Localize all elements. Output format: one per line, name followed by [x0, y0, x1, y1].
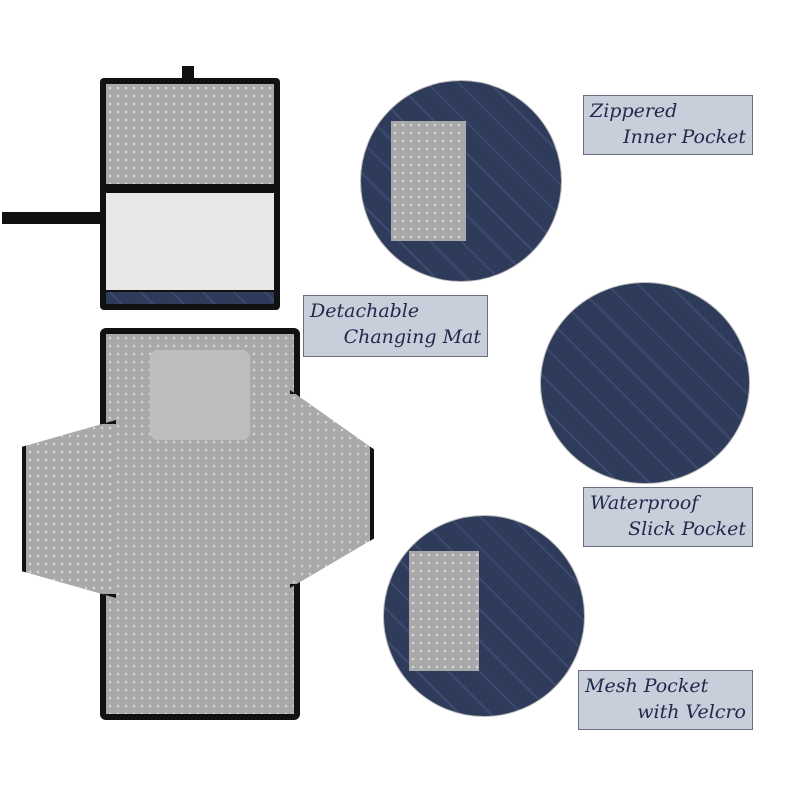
mat-wing-left — [22, 420, 116, 598]
detail-photo-inner-pocket — [360, 80, 562, 282]
detail-photo-slick-pocket — [540, 282, 750, 484]
label-detachable-changing-mat: Detachable Changing Mat — [303, 295, 488, 357]
label-mesh-pocket-velcro: Mesh Pocket with Velcro — [578, 670, 753, 730]
label-waterproof-slick-pocket: Waterproof Slick Pocket — [583, 487, 753, 547]
tab — [182, 66, 194, 80]
label-line1: Mesh Pocket — [585, 675, 709, 697]
label-line2: Inner Pocket — [623, 126, 746, 148]
detail-photo-mesh-pocket — [383, 515, 585, 717]
label-line2: Changing Mat — [343, 326, 481, 348]
label-line1: Waterproof — [590, 492, 699, 514]
label-zippered-inner-pocket: Zippered Inner Pocket — [583, 95, 753, 155]
label-line2: Slick Pocket — [628, 518, 746, 540]
label-line1: Zippered — [590, 100, 678, 122]
mat-wing-right — [290, 390, 374, 588]
organizer-photo — [100, 78, 280, 310]
strap — [2, 212, 102, 224]
label-line2: with Velcro — [637, 701, 746, 723]
label-line1: Detachable — [310, 300, 420, 322]
